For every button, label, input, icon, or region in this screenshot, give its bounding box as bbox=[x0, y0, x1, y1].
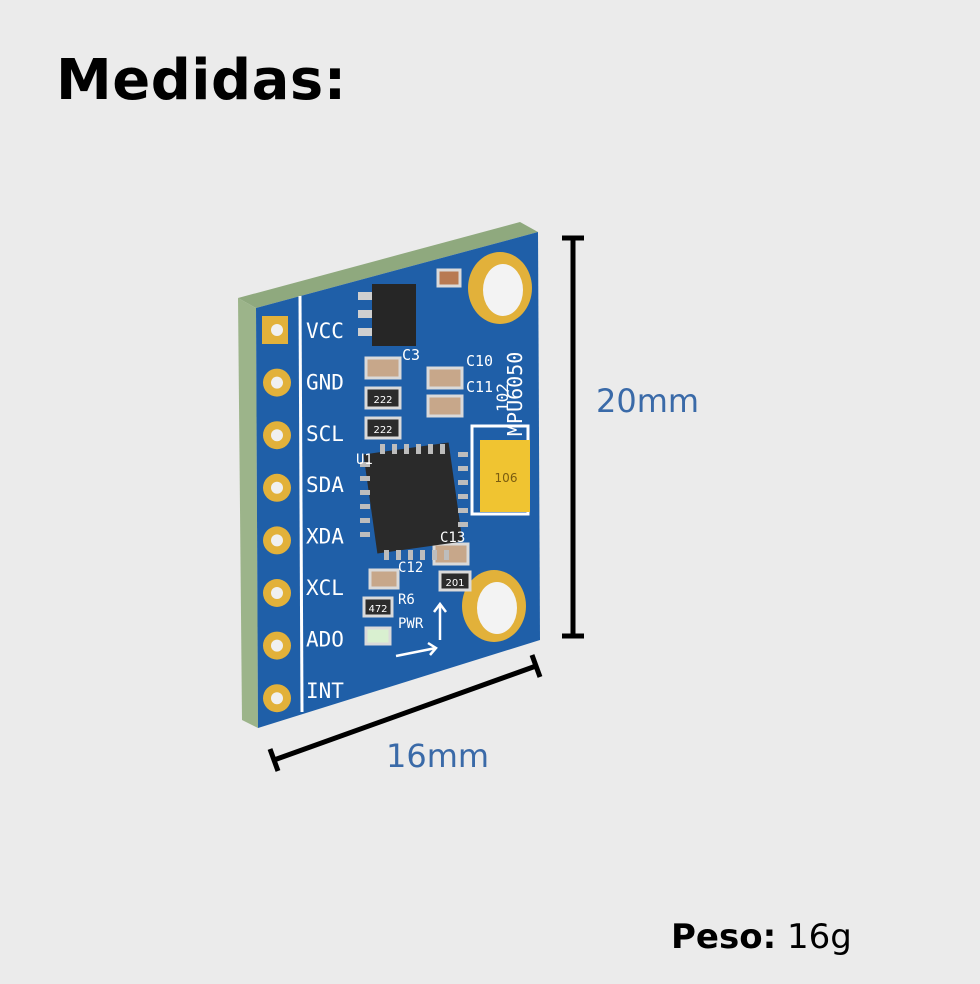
pin-hole bbox=[271, 534, 283, 547]
mpu6050-chip bbox=[363, 442, 463, 554]
pin-label: SCL bbox=[306, 422, 344, 446]
silk-102: 102 bbox=[493, 383, 512, 412]
pin-hole bbox=[271, 481, 283, 494]
chip-pin bbox=[458, 494, 468, 499]
pin-label: ADO bbox=[306, 627, 344, 651]
width-dimension-cap-left bbox=[267, 748, 281, 772]
silk-c13: C13 bbox=[440, 530, 465, 546]
width-dimension-label: 16mm bbox=[386, 737, 490, 775]
capacitor-c12 bbox=[368, 568, 400, 590]
board-side bbox=[238, 298, 258, 728]
pin-hole bbox=[271, 429, 283, 442]
axis-x-mark bbox=[395, 646, 437, 658]
chip-pin bbox=[444, 550, 449, 560]
resistor-4-label: 201 bbox=[445, 578, 464, 589]
pin-label: XDA bbox=[306, 525, 344, 549]
chip-pin bbox=[392, 444, 397, 454]
weight-info: Peso: 16g bbox=[671, 917, 852, 957]
pin-label: INT bbox=[306, 679, 344, 703]
chip-pin bbox=[360, 462, 370, 467]
capacitor bbox=[436, 268, 462, 288]
pin-label: XCL bbox=[306, 576, 344, 600]
page-title: Medidas: bbox=[56, 48, 347, 113]
silk-divider bbox=[298, 295, 304, 713]
chip-pin bbox=[458, 480, 468, 485]
chip-pin bbox=[380, 444, 385, 454]
resistor-3 bbox=[362, 596, 394, 618]
axis-y-arrow bbox=[433, 601, 447, 613]
resistor-3-label: 472 bbox=[368, 604, 387, 615]
capacitor-c10 bbox=[426, 366, 464, 390]
silk-r6: R6 bbox=[398, 592, 415, 608]
tantalum-label: 106 bbox=[495, 471, 518, 485]
pin-label: GND bbox=[306, 370, 344, 394]
axis-x-arrow bbox=[427, 641, 438, 656]
capacitor-c11 bbox=[426, 394, 464, 418]
pin-hole bbox=[271, 692, 283, 705]
resistor-4 bbox=[438, 570, 472, 592]
capacitor-c3 bbox=[364, 356, 402, 380]
chip-pin bbox=[360, 532, 370, 537]
silk-c12: C12 bbox=[398, 560, 423, 576]
regulator-pin bbox=[358, 292, 372, 300]
chip-pin bbox=[458, 452, 468, 457]
chip-pin bbox=[360, 504, 370, 509]
pin-hole bbox=[271, 376, 283, 389]
mount-hole-top-inner bbox=[483, 264, 523, 316]
pin-label: VCC bbox=[306, 319, 344, 343]
chip-pin bbox=[360, 490, 370, 495]
silk-c10: C10 bbox=[466, 352, 493, 370]
chip-pin bbox=[458, 522, 468, 527]
width-dimension-cap-right bbox=[529, 654, 543, 678]
silk-c11: C11 bbox=[466, 378, 493, 396]
voltage-regulator bbox=[372, 284, 416, 346]
chip-pin bbox=[404, 444, 409, 454]
chip-pin bbox=[440, 444, 445, 454]
mount-hole-bottom-inner bbox=[477, 582, 517, 634]
chip-pin bbox=[360, 518, 370, 523]
board-edge bbox=[238, 222, 538, 308]
regulator-pin bbox=[358, 310, 372, 318]
pin-hole bbox=[271, 639, 283, 652]
width-dimension-line bbox=[273, 663, 537, 763]
chip-pin bbox=[396, 550, 401, 560]
power-led bbox=[364, 626, 392, 646]
weight-value: 16g bbox=[786, 917, 852, 957]
chip-pin bbox=[428, 444, 433, 454]
chip-pins bbox=[360, 444, 468, 560]
regulator-pin bbox=[358, 328, 372, 336]
chip-pin bbox=[458, 466, 468, 471]
tantalum-capacitor bbox=[480, 440, 530, 512]
silk-pwr: PWR bbox=[398, 616, 424, 632]
pin-header: VCC GND SCL SDA XDA XCL ADO INT bbox=[262, 316, 344, 713]
chip-pin bbox=[360, 476, 370, 481]
pin-hole bbox=[271, 587, 283, 599]
resistor-2-label: 222 bbox=[373, 425, 392, 436]
pin-hole bbox=[271, 324, 283, 336]
chip-pin bbox=[420, 550, 425, 560]
chip-pin bbox=[416, 444, 421, 454]
resistor-1-label: 222 bbox=[373, 395, 392, 406]
silk-chip-name: MPU6050 bbox=[503, 352, 527, 436]
chip-pin bbox=[384, 550, 389, 560]
height-dimension-label: 20mm bbox=[596, 382, 700, 420]
weight-label: Peso: bbox=[671, 917, 777, 957]
silk-c3: C3 bbox=[402, 346, 420, 364]
resistor-2 bbox=[364, 416, 402, 440]
chip-pin bbox=[408, 550, 413, 560]
chip-pin bbox=[458, 508, 468, 513]
capacitor-c13 bbox=[432, 542, 470, 566]
chip-pin bbox=[432, 550, 437, 560]
resistor-1 bbox=[364, 386, 402, 410]
pin-label: SDA bbox=[306, 473, 344, 497]
silk-u1: U1 bbox=[356, 452, 373, 468]
